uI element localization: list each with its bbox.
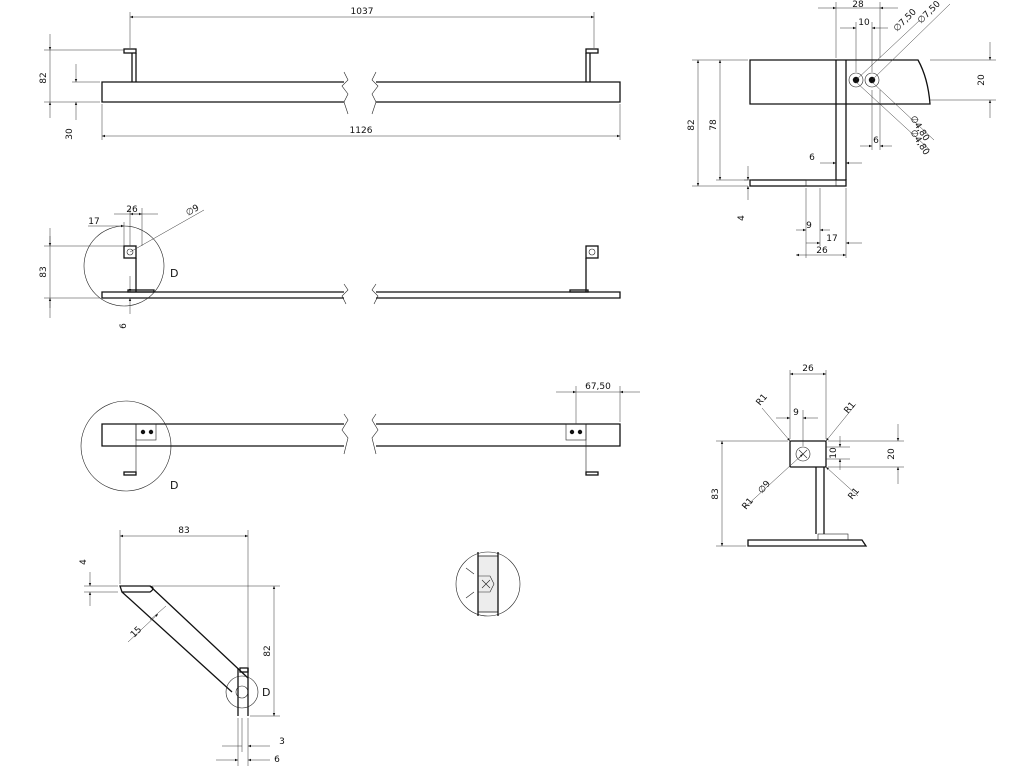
- dim-4-side: 4: [737, 166, 752, 221]
- view-side: 28 10 ∅7,50 ∅7,50 ∅4,80 ∅4,80: [687, 0, 996, 258]
- detail-dim-83: 83: [711, 440, 788, 547]
- dim-label-15: 15: [129, 625, 144, 640]
- angled-dim-83: 83: [119, 526, 249, 668]
- dim-label-26-detail: 26: [802, 364, 814, 374]
- dim-6-post: 6: [809, 153, 862, 165]
- angled-dim-4: 4: [79, 559, 118, 606]
- dim-label-10: 10: [858, 18, 870, 28]
- detail-radius-bl: R1 ∅9: [741, 453, 804, 512]
- dim-label-20-detail: 20: [887, 448, 897, 460]
- dim-label-d9-detail: ∅9: [757, 479, 774, 496]
- side-bar-section: [749, 59, 931, 105]
- view-top: 1037 1126 82 30: [39, 7, 621, 140]
- view-front: D 17 26 ∅9 83 6: [39, 203, 621, 329]
- angled-detail-label: D: [262, 686, 270, 699]
- dim-20-right: 20: [930, 42, 996, 118]
- angled-top-plate: [119, 585, 154, 593]
- detail-radius-tr: R1: [825, 400, 858, 442]
- angled-dim-82: 82: [152, 585, 280, 717]
- dim-label-6a: 6: [809, 153, 815, 163]
- bottom-detail-label: D: [170, 479, 178, 492]
- dim-label-d750-a: ∅7,50: [892, 7, 919, 34]
- dim-label-82-angled: 82: [263, 645, 273, 656]
- dim-label-4-angled: 4: [79, 559, 89, 565]
- dim-label-d9-front: ∅9: [185, 203, 202, 219]
- front-detail-label: D: [170, 267, 178, 280]
- bottom-dim-6750: 67,50: [556, 382, 640, 424]
- detail-radius-tl: R1: [755, 392, 791, 442]
- view-bottom: D 67,50: [80, 382, 640, 492]
- bottom-detail-circle: [80, 400, 172, 492]
- bar-body: [101, 71, 621, 115]
- dim-height-82: 82: [39, 34, 124, 118]
- dim-thickness-30: 30: [65, 64, 100, 140]
- front-dim-d9: ∅9: [129, 203, 205, 253]
- dim-label-83-angled: 83: [178, 526, 189, 536]
- detail-dim-20: 20: [828, 424, 904, 484]
- side-base-plate: [749, 179, 847, 187]
- angled-dim-15: 15: [127, 605, 167, 643]
- detail-dim-9: 9: [776, 408, 818, 446]
- small-detail: [455, 551, 521, 617]
- dim-label-83-detail: 83: [711, 488, 721, 499]
- dim-label-4-side: 4: [737, 215, 747, 221]
- dim-label-1037: 1037: [351, 7, 374, 17]
- dim-10: 10: [840, 18, 888, 72]
- dim-label-1126: 1126: [350, 126, 373, 136]
- dim-label-6-front: 6: [119, 323, 129, 329]
- dim-label-r1-bl: R1: [741, 496, 756, 512]
- dim-label-82: 82: [39, 72, 49, 83]
- dim-label-6b: 6: [873, 136, 879, 146]
- detail-base-plate: [747, 539, 868, 547]
- dim-label-17-front: 17: [88, 217, 99, 227]
- front-plate: [101, 283, 621, 305]
- bar-posts: [123, 48, 599, 82]
- view-angled: D 83 4 15 82: [79, 526, 285, 766]
- dim-28: 28: [818, 0, 898, 58]
- dim-label-26-front: 26: [126, 205, 138, 215]
- detail-hole: [795, 446, 811, 462]
- dim-label-10-detail: 10: [829, 447, 839, 459]
- dim-label-30: 30: [65, 128, 75, 140]
- detail-dim-10: 10: [826, 436, 850, 470]
- dim-label-9: 9: [806, 221, 812, 231]
- small-detail-circle: [455, 551, 521, 617]
- angled-dims-bottom: 3 6: [216, 718, 285, 766]
- dim-label-28: 28: [852, 0, 864, 10]
- front-dim-6: 6: [119, 276, 132, 329]
- dim-diameter-750: ∅7,50 ∅7,50: [855, 0, 951, 81]
- detail-d: 26 9 R1 R1 R1 R1 ∅9: [711, 364, 904, 547]
- dim-label-6-angled: 6: [274, 755, 280, 765]
- angled-detail-circle: [225, 675, 259, 709]
- dim-label-9-detail: 9: [793, 408, 799, 418]
- dim-width-total: 1126: [101, 104, 621, 140]
- dim-label-r1-tl: R1: [755, 392, 770, 408]
- dim-label-3: 3: [279, 737, 285, 747]
- dim-label-83-front: 83: [39, 266, 49, 277]
- front-dims-top: 17 26: [88, 205, 158, 246]
- dim-label-26-side: 26: [816, 246, 828, 256]
- dim-78: 78: [709, 60, 748, 181]
- dim-label-r1-tr: R1: [843, 400, 858, 416]
- dim-6-right: 6: [860, 90, 892, 150]
- dim-label-82-side: 82: [687, 119, 697, 130]
- dim-label-6750: 67,50: [585, 382, 611, 392]
- dim-label-78: 78: [709, 119, 719, 131]
- dim-label-17-side: 17: [826, 234, 837, 244]
- dim-label-d750-b: ∅7,50: [916, 0, 943, 26]
- detail-radius-br: R1: [825, 466, 862, 502]
- detail-dim-26: 26: [789, 364, 827, 439]
- bottom-right-hole-box: [565, 423, 587, 441]
- dim-label-r1-br: R1: [847, 486, 862, 502]
- front-dim-83: 83: [39, 228, 124, 318]
- dim-width-inner: 1037: [129, 7, 595, 48]
- dim-bottom-group: 9 17 26: [796, 188, 862, 258]
- detail-block: [789, 440, 827, 468]
- dim-label-20: 20: [977, 74, 987, 86]
